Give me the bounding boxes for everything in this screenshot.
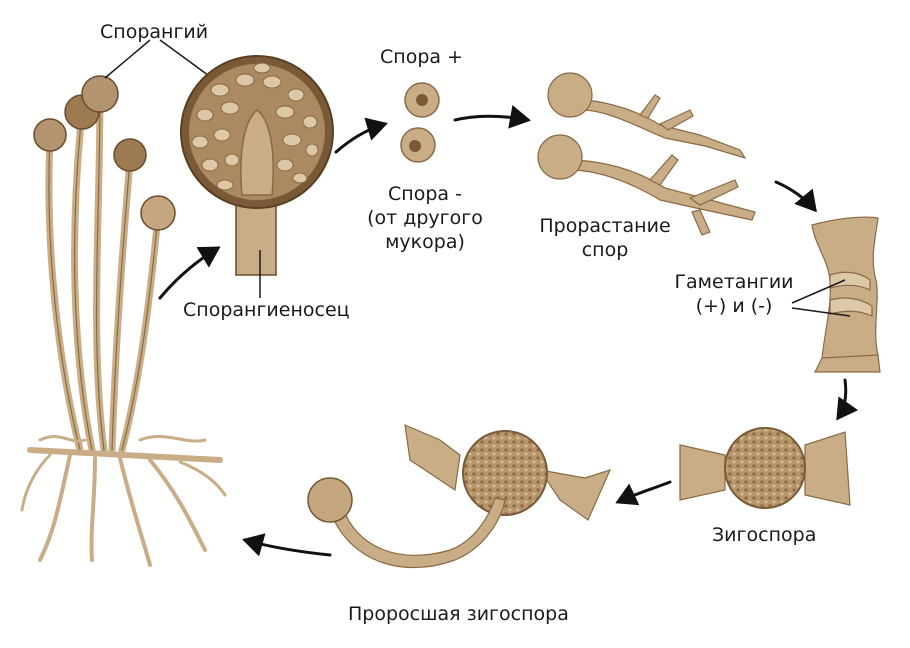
label-spore-minus: Спора - (от другого мукора) [355,182,495,254]
label-germination: Прорастание спор [530,214,680,262]
label-spore-minus-note-1: (от другого [367,207,483,229]
gametangia-shape [811,216,881,373]
spore-plus-shape [404,82,440,118]
arrow-sporangium-to-spores [334,117,388,154]
label-spore-minus-note-2: мукора) [385,231,465,253]
gametangia-pointer-lines [791,279,851,317]
label-zygospore: Зигоспора [712,524,817,546]
label-spore-plus: Спора + [380,46,463,68]
label-gametangia-line-2: (+) и (-) [695,295,773,317]
sporangium-pointer-lines [104,39,213,79]
label-germination-line-2: спор [581,239,629,261]
arrow-zygospore-to-germinated [615,480,672,506]
germinated-zygospore-shape [307,424,612,569]
label-sporangium: Спорангий [100,21,209,43]
arrow-spores-to-germination [453,105,531,129]
label-sporangiophore: Спорангиеносец [183,299,350,321]
sporangia-heads [33,75,176,231]
arrow-germination-to-gametangia [774,180,817,213]
arrow-gametangia-to-zygospore [836,378,859,421]
label-spore-minus-title: Спора - [388,183,462,205]
label-gametangia: Гаметангии (+) и (-) [674,270,794,318]
label-germinated-zygospore: Проросшая зигоспора [348,603,569,625]
cycle-arrows [158,105,859,557]
sporangium-enlarged [180,55,334,276]
spore-minus-shape [400,127,436,163]
zygospore-shape [679,427,851,509]
arrow-germinated-to-colony [242,533,332,557]
germinating-spores [537,72,756,236]
mucor-colony [20,91,227,567]
arrow-colony-to-sporangium [158,246,221,300]
label-gametangia-line-1: Гаметангии [674,271,794,293]
label-germination-line-1: Прорастание [539,215,671,237]
